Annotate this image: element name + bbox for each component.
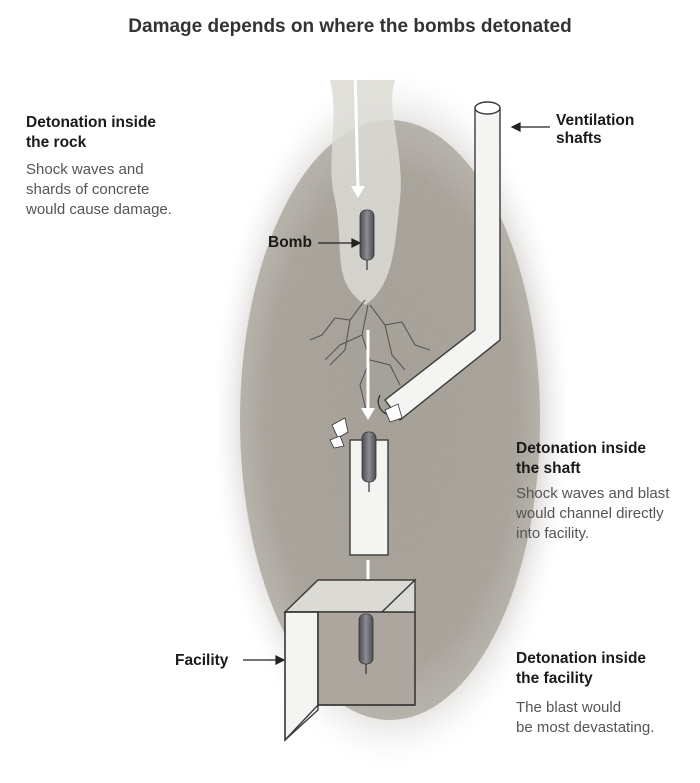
ventilation-shaft	[377, 101, 501, 421]
debris	[329, 403, 403, 449]
shaft-body: Shock waves and blast would channel dire…	[516, 485, 670, 542]
bomb-in-facility	[358, 613, 374, 674]
page-title: Damage depends on where the bombs detona…	[128, 16, 572, 37]
bomb-in-shaft	[361, 431, 377, 492]
label-pointers	[243, 122, 550, 665]
ventilation-label: Ventilation shafts	[556, 112, 635, 147]
shaft-heading: Detonation inside the shaft	[516, 440, 647, 477]
facility-label: Facility	[175, 652, 229, 669]
facility-heading: Detonation inside the facility	[516, 650, 647, 687]
rock-body: Shock waves and shards of concrete would…	[26, 161, 172, 218]
rock-heading: Detonation inside the rock	[26, 114, 157, 151]
bomb-crater	[330, 69, 401, 305]
rock-cracks	[309, 299, 431, 411]
facility-body: The blast would be most devastating.	[516, 699, 655, 736]
arrow-to-shaft	[361, 330, 375, 420]
facility-box	[283, 578, 417, 742]
bomb-in-rock	[359, 209, 375, 270]
bomb-label: Bomb	[268, 234, 312, 251]
